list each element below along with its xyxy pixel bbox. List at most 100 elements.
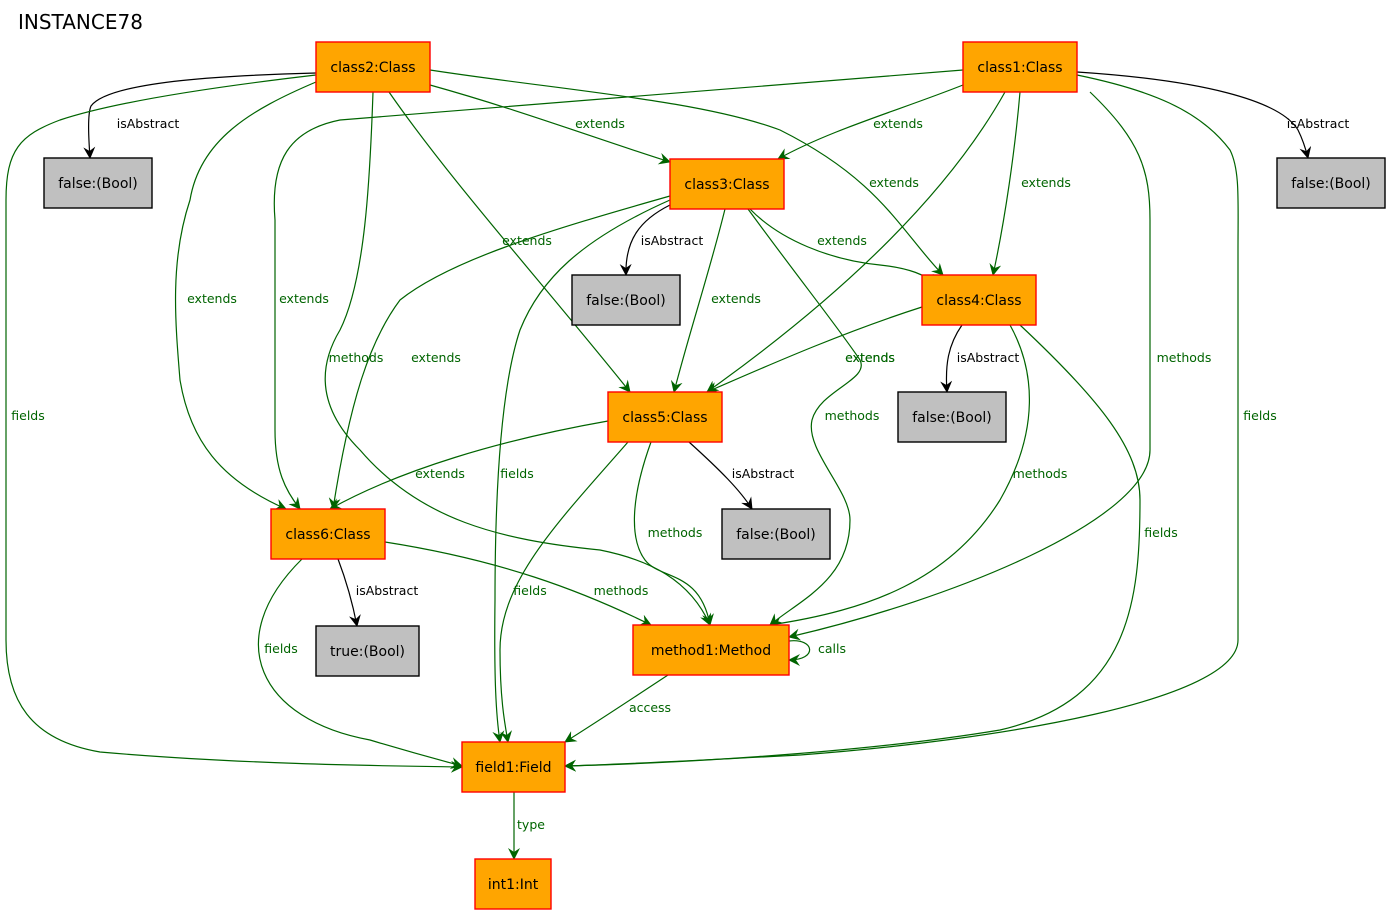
edge-c2-fields: fields xyxy=(5,74,463,773)
node-bool-c3[interactable]: false:(Bool) xyxy=(571,274,681,326)
edge-line xyxy=(670,208,726,393)
node-field1[interactable]: field1:Field xyxy=(461,741,566,793)
edge-c3-methods: methods xyxy=(747,208,879,626)
edge-line xyxy=(337,558,361,627)
edge-label: isAbstract xyxy=(1287,116,1350,131)
node-label: class4:Class xyxy=(936,293,1021,309)
node-label: method1:Method xyxy=(651,643,771,659)
edge-f1-type: type xyxy=(508,792,545,860)
edge-label: isAbstract xyxy=(356,583,419,598)
edge-label: fields xyxy=(513,583,546,598)
node-box xyxy=(315,41,431,93)
node-class5[interactable]: class5:Class xyxy=(607,391,723,443)
edge-line xyxy=(388,91,631,393)
edge-line xyxy=(429,84,671,165)
edge-line xyxy=(777,84,964,160)
edge-c3-c4: extends xyxy=(749,208,939,286)
edge-c6-abs: isAbstract xyxy=(337,558,419,627)
edge-c1-c5: extends xyxy=(706,91,1006,393)
node-label: true:(Bool) xyxy=(330,644,405,660)
node-label: class3:Class xyxy=(684,177,769,193)
edge-line xyxy=(747,208,862,626)
edge-line xyxy=(499,441,629,743)
node-label: class6:Class xyxy=(285,527,370,543)
node-class3[interactable]: class3:Class xyxy=(669,158,785,210)
edge-c5-fields: fields xyxy=(499,441,629,743)
edge-label: extends xyxy=(575,116,625,131)
node-label: class2:Class xyxy=(330,60,415,76)
node-label: int1:Int xyxy=(488,877,539,893)
edge-label: type xyxy=(517,817,545,832)
edge-c5-abs: isAbstract xyxy=(688,441,795,510)
edge-line xyxy=(492,199,671,743)
node-box xyxy=(669,158,785,210)
edge-c5-c6: extends xyxy=(329,420,609,510)
edge-line xyxy=(1076,71,1312,159)
node-int1[interactable]: int1:Int xyxy=(474,858,552,910)
edge-label: fields xyxy=(1144,525,1177,540)
edge-line xyxy=(258,558,463,769)
edge-line xyxy=(329,420,609,510)
diagram-title: INSTANCE78 xyxy=(18,10,143,34)
node-label: class1:Class xyxy=(977,60,1062,76)
edge-line xyxy=(788,640,811,666)
edge-c3-fields: fields xyxy=(492,199,671,743)
node-box xyxy=(43,157,153,209)
node-bool-c6[interactable]: true:(Bool) xyxy=(315,625,420,677)
edge-c4-methods: methods xyxy=(769,324,1067,630)
edge-label: extends xyxy=(845,350,895,365)
edge-line xyxy=(633,441,714,626)
edge-c2-abs: isAbstract xyxy=(83,72,317,159)
node-class1[interactable]: class1:Class xyxy=(962,41,1078,93)
edge-label: extends xyxy=(711,291,761,306)
edge-label: methods xyxy=(648,525,703,540)
node-bool-c5[interactable]: false:(Bool) xyxy=(721,508,831,560)
node-class6[interactable]: class6:Class xyxy=(270,508,386,560)
edge-line xyxy=(769,324,1030,630)
edge-line xyxy=(749,208,939,286)
edge-label: methods xyxy=(329,350,384,365)
node-box xyxy=(897,391,1007,443)
edge-c3-c5: extends xyxy=(670,208,761,393)
edge-label: calls xyxy=(818,641,846,656)
edge-label: extends xyxy=(817,233,867,248)
edge-c1-c4: extends xyxy=(989,91,1071,276)
node-bool-c1[interactable]: false:(Bool) xyxy=(1276,157,1386,209)
edge-label: isAbstract xyxy=(641,233,704,248)
edge-c1-methods: methods xyxy=(788,91,1211,641)
edge-label: extends xyxy=(845,350,895,365)
node-class4[interactable]: class4:Class xyxy=(921,274,1037,326)
edge-line xyxy=(706,306,923,394)
node-method1[interactable]: method1:Method xyxy=(632,624,790,676)
node-box xyxy=(921,274,1037,326)
edge-label: extends xyxy=(187,291,237,306)
node-bool-c2[interactable]: false:(Bool) xyxy=(43,157,153,209)
edge-c2-c3: extends xyxy=(429,84,671,165)
node-box xyxy=(1276,157,1386,209)
node-box xyxy=(315,625,420,677)
node-label: false:(Bool) xyxy=(58,176,138,192)
edge-c3-c6: extends xyxy=(328,195,671,510)
node-bool-c4[interactable]: false:(Bool) xyxy=(897,391,1007,443)
edge-line xyxy=(328,195,671,510)
node-box xyxy=(270,508,386,560)
edge-line xyxy=(989,91,1021,276)
edge-line xyxy=(174,81,317,511)
edge-line xyxy=(706,91,1006,393)
node-box xyxy=(461,741,566,793)
edge-line xyxy=(788,91,1151,641)
edge-line xyxy=(688,441,753,510)
edge-label: extends xyxy=(869,175,919,190)
node-class2[interactable]: class2:Class xyxy=(315,41,431,93)
node-box xyxy=(474,858,552,910)
edge-line xyxy=(324,91,712,626)
node-label: false:(Bool) xyxy=(1291,176,1371,192)
edge-c1-abs: isAbstract xyxy=(1076,71,1350,159)
edge-m1-calls: calls xyxy=(788,640,846,666)
edge-c6-fields: fields xyxy=(258,558,463,769)
edge-label: fields xyxy=(264,641,297,656)
edge-label: fields xyxy=(1243,408,1276,423)
edge-label: isAbstract xyxy=(732,466,795,481)
node-box xyxy=(632,624,790,676)
edge-line xyxy=(564,674,669,743)
